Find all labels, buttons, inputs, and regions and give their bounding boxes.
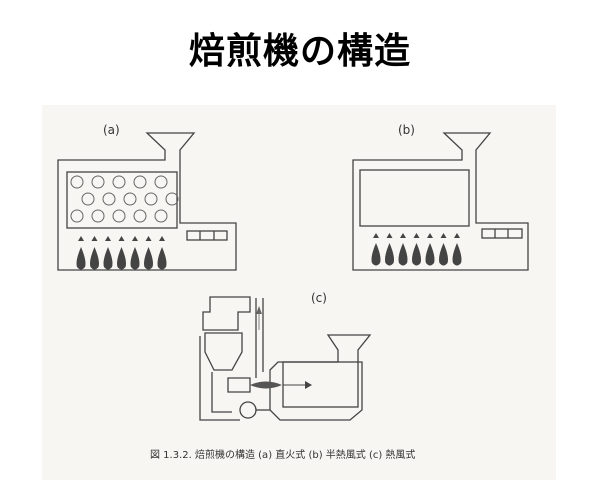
- bean: [70, 175, 84, 189]
- bean: [102, 192, 116, 206]
- bean: [154, 175, 168, 189]
- flame: [398, 243, 408, 266]
- flame: [371, 243, 381, 266]
- flame: [103, 247, 113, 270]
- diagram-semi-hot-air: [352, 132, 529, 271]
- heat-arrow: [118, 236, 125, 241]
- flame: [90, 247, 99, 270]
- flame: [425, 243, 435, 266]
- cyclone-top-c: [202, 296, 251, 331]
- bean: [133, 209, 147, 223]
- drum-b: [359, 169, 470, 227]
- fan-c: [239, 401, 257, 419]
- hot-air-flow-c: [250, 306, 312, 389]
- flame: [412, 243, 421, 266]
- flame: [157, 247, 167, 270]
- bean: [123, 192, 137, 206]
- flame-c: [250, 381, 282, 389]
- scanned-figure: [42, 105, 556, 480]
- roaster-body-b: [352, 132, 529, 271]
- coffee-beans-a: [70, 175, 179, 223]
- burner-c: [227, 377, 251, 393]
- flame: [452, 243, 462, 266]
- bean: [165, 192, 179, 206]
- heat-arrow: [373, 233, 379, 238]
- bean: [154, 209, 168, 223]
- roaster-body-a: [57, 132, 237, 271]
- heat-arrow: [105, 236, 111, 241]
- heat-arrows-a: [78, 236, 165, 241]
- heat-arrow: [132, 236, 138, 241]
- heat-arrow: [400, 233, 406, 238]
- flames-b: [371, 243, 462, 266]
- flame: [385, 243, 394, 266]
- heat-arrow: [386, 233, 393, 238]
- duct-inner-c: [211, 372, 232, 413]
- heat-arrow: [454, 233, 460, 238]
- flames-a: [76, 247, 167, 270]
- roaster-body-c: [269, 334, 372, 421]
- bean: [81, 192, 95, 206]
- burner-box-a: [186, 230, 228, 241]
- heat-arrow: [413, 233, 420, 238]
- diagram-direct-fire: [57, 132, 237, 271]
- bean: [70, 209, 84, 223]
- duct-left-c: [199, 336, 240, 421]
- heat-arrows-b: [373, 233, 460, 238]
- bean: [112, 175, 126, 189]
- heat-arrow: [440, 233, 447, 238]
- heat-arrow: [91, 236, 98, 241]
- flame: [144, 247, 153, 270]
- slide-title: 焙煎機の構造: [188, 31, 411, 72]
- bean: [133, 175, 147, 189]
- heat-arrow: [145, 236, 152, 241]
- panel-label-c: (c): [311, 291, 327, 305]
- air-arrow-c: [305, 381, 312, 389]
- bean: [91, 209, 105, 223]
- heat-arrow: [78, 236, 84, 241]
- diagram-hot-air: [199, 296, 372, 421]
- heat-arrow: [427, 233, 433, 238]
- panel-label-b: (b): [398, 123, 415, 137]
- bean: [112, 209, 126, 223]
- flame: [117, 247, 126, 270]
- bean: [144, 192, 158, 206]
- flame: [439, 243, 448, 266]
- burner-box-b: [481, 228, 523, 239]
- flame: [130, 247, 140, 270]
- drum-a: [66, 171, 178, 229]
- cyclone-c: [204, 332, 243, 371]
- exhaust-arrow-c: [256, 306, 262, 314]
- heat-arrow: [159, 236, 165, 241]
- panel-label-a: (a): [103, 123, 120, 137]
- bean: [91, 175, 105, 189]
- figure-caption: 図 1.3.2. 焙煎機の構造 (a) 直火式 (b) 半熱風式 (c) 熱風式: [150, 450, 416, 461]
- flame: [76, 247, 86, 270]
